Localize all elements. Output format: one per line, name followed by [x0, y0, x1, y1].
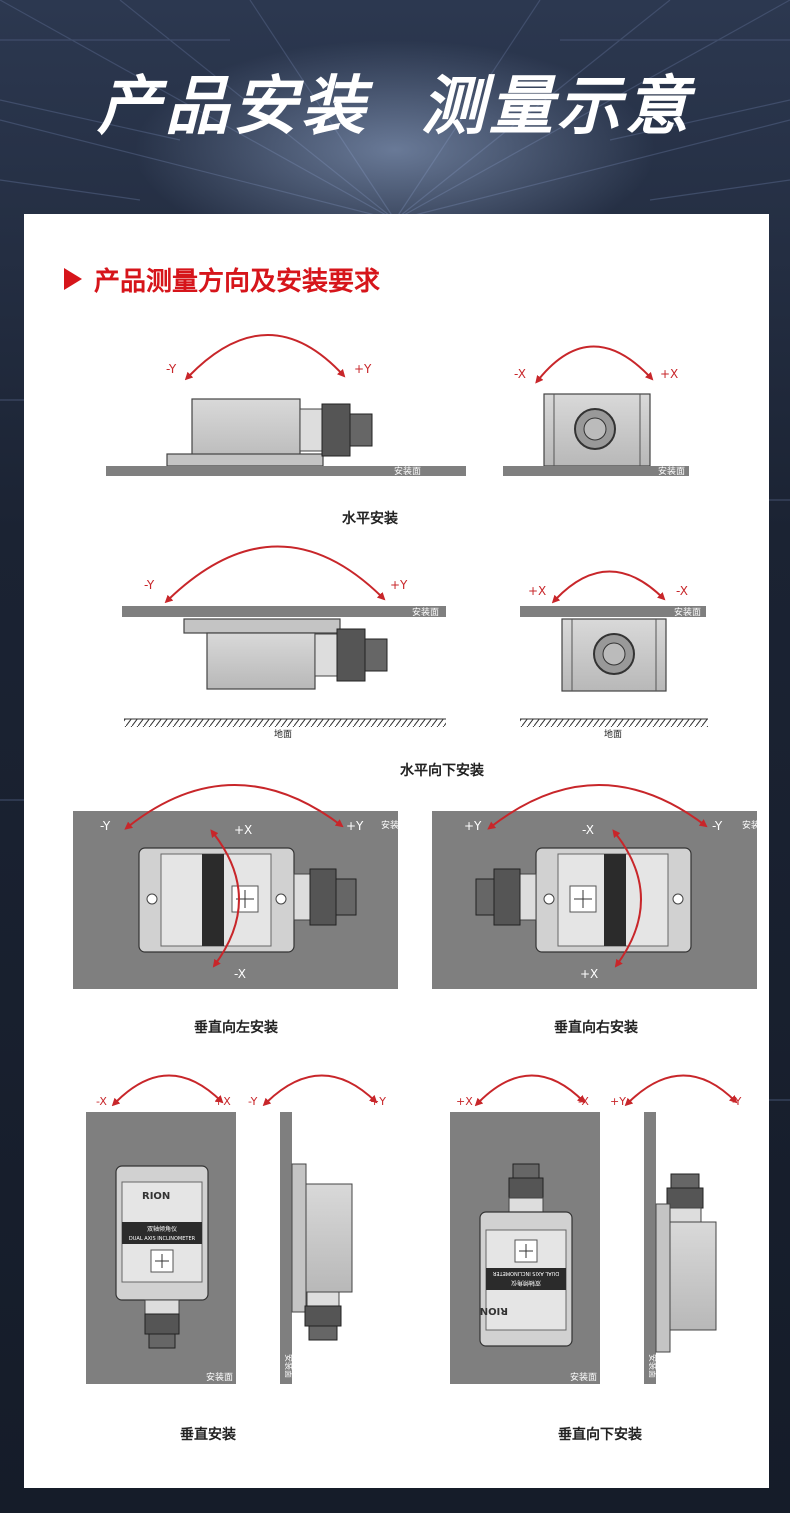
vertical-down-front-view: +X -X 安装面 双轴倾角仪 DUAL AXIS INCLINOMETER R…: [450, 1074, 600, 1384]
caption-vertical: 垂直安装: [180, 1427, 236, 1443]
vertical-front-view: -X +X 安装面 RION 双轴倾角仪 DUAL AXIS INCLINOME…: [86, 1074, 236, 1384]
label-pos-y: +Y: [370, 1095, 386, 1108]
mount-surface-label: 安装面: [742, 819, 769, 831]
mount-surface: [280, 1112, 292, 1384]
mount-surface-label: 安装面: [658, 465, 685, 477]
device-name-cn: 双轴倾角仪: [511, 1279, 541, 1287]
device-name-en: DUAL AXIS INCLINOMETER: [492, 1270, 559, 1276]
horizontal-down-side-view: -Y +Y 安装面 地面: [122, 545, 446, 740]
cable-gland: [321, 403, 351, 457]
mount-surface: [520, 606, 706, 617]
label-pos-x: +X: [528, 584, 546, 598]
mount-surface: [122, 606, 446, 617]
vertical-side-view: -Y +Y 安装面: [248, 1074, 386, 1384]
label-neg-x: -X: [96, 1095, 107, 1108]
svg-text:安装面: 安装面: [381, 819, 408, 831]
label-neg-x: -X: [514, 367, 526, 381]
label-neg-y: -Y: [712, 819, 723, 833]
label-neg-x: -X: [676, 584, 688, 598]
mount-surface-label: 安装面: [412, 606, 439, 618]
label-pos-y: +Y: [610, 1095, 626, 1108]
ground-hatch: [124, 719, 446, 727]
mount-surface-label: 安装面: [206, 1371, 233, 1383]
mount-surface-label: 安装面: [674, 606, 701, 618]
mount-surface-label: 安装面: [381, 819, 408, 831]
mount-surface: [106, 466, 466, 476]
label-pos-x: +X: [214, 1095, 231, 1108]
label-pos-x: +X: [580, 967, 598, 981]
caption-vertical-right: 垂直向右安装: [554, 1020, 638, 1036]
mount-surface-label: 安装面: [648, 1354, 658, 1378]
device-name-en: DUAL AXIS INCLINOMETER: [129, 1236, 196, 1242]
label-neg-y: -Y: [732, 1095, 742, 1108]
caption-vertical-left: 垂直向左安装: [194, 1020, 278, 1036]
label-pos-y: +Y: [354, 362, 372, 376]
label-neg-x: -X: [582, 823, 594, 837]
hero-title-left: 产品安装: [97, 70, 369, 144]
ground-label: 地面: [274, 728, 292, 740]
device-name-cn: 双轴倾角仪: [147, 1225, 177, 1233]
brand-logo: RION: [142, 1191, 170, 1202]
label-strip: [604, 854, 626, 946]
label-neg-y: -Y: [100, 819, 111, 833]
section-heading: 产品测量方向及安装要求: [64, 264, 380, 297]
label-strip: [202, 854, 224, 946]
label-pos-x: +X: [456, 1095, 473, 1108]
caption-vertical-down: 垂直向下安装: [558, 1427, 642, 1443]
mount-surface: [644, 1112, 656, 1384]
connector-nut: [299, 408, 323, 452]
caption-horizontal: 水平安装: [342, 511, 398, 527]
mount-surface-label: 安装面: [570, 1371, 597, 1383]
label-neg-y: -Y: [144, 578, 155, 592]
label-neg-y: -Y: [248, 1095, 258, 1108]
triangle-bullet-icon: [64, 268, 82, 290]
label-neg-y: -Y: [166, 362, 177, 376]
horizontal-side-view: -Y +Y 安装面: [106, 334, 466, 477]
label-pos-y: +Y: [464, 819, 482, 833]
hero-title-right: 测量示意: [421, 70, 693, 144]
caption-horizontal-down: 水平向下安装: [400, 763, 484, 779]
mount-surface: [503, 466, 689, 476]
horizontal-front-view: -X +X 安装面: [503, 345, 689, 477]
content-panel: 产品测量方向及安装要求 -Y +Y: [24, 214, 769, 1488]
hero-title: 产品安装测量示意: [0, 55, 790, 147]
label-neg-x: -X: [234, 967, 246, 981]
svg-text:安装面: 安装面: [742, 819, 769, 831]
label-pos-y: +Y: [346, 819, 364, 833]
label-pos-y: +Y: [390, 578, 408, 592]
diagram-canvas: -Y +Y 安装面 -X +X 安装面: [73, 334, 769, 1384]
device-flange: [166, 453, 324, 467]
mount-surface-label: 安装面: [394, 465, 421, 477]
brand-logo: RION: [480, 1305, 508, 1316]
label-pos-x: +X: [234, 823, 252, 837]
label-pos-x: +X: [660, 367, 678, 381]
horizontal-down-front-view: +X -X 安装面 地面: [520, 570, 708, 740]
vertical-right-view: 安装面 +Y -Y -X +X: [432, 784, 769, 989]
vertical-down-side-view: +Y -Y 安装面: [610, 1074, 742, 1384]
ground-label: 地面: [604, 728, 622, 740]
vertical-left-view: 安装面 -Y +Y +X -X: [73, 784, 408, 989]
section-heading-text: 产品测量方向及安装要求: [94, 266, 381, 297]
mount-surface-label: 安装面: [284, 1354, 294, 1378]
label-neg-x: -X: [578, 1095, 589, 1108]
